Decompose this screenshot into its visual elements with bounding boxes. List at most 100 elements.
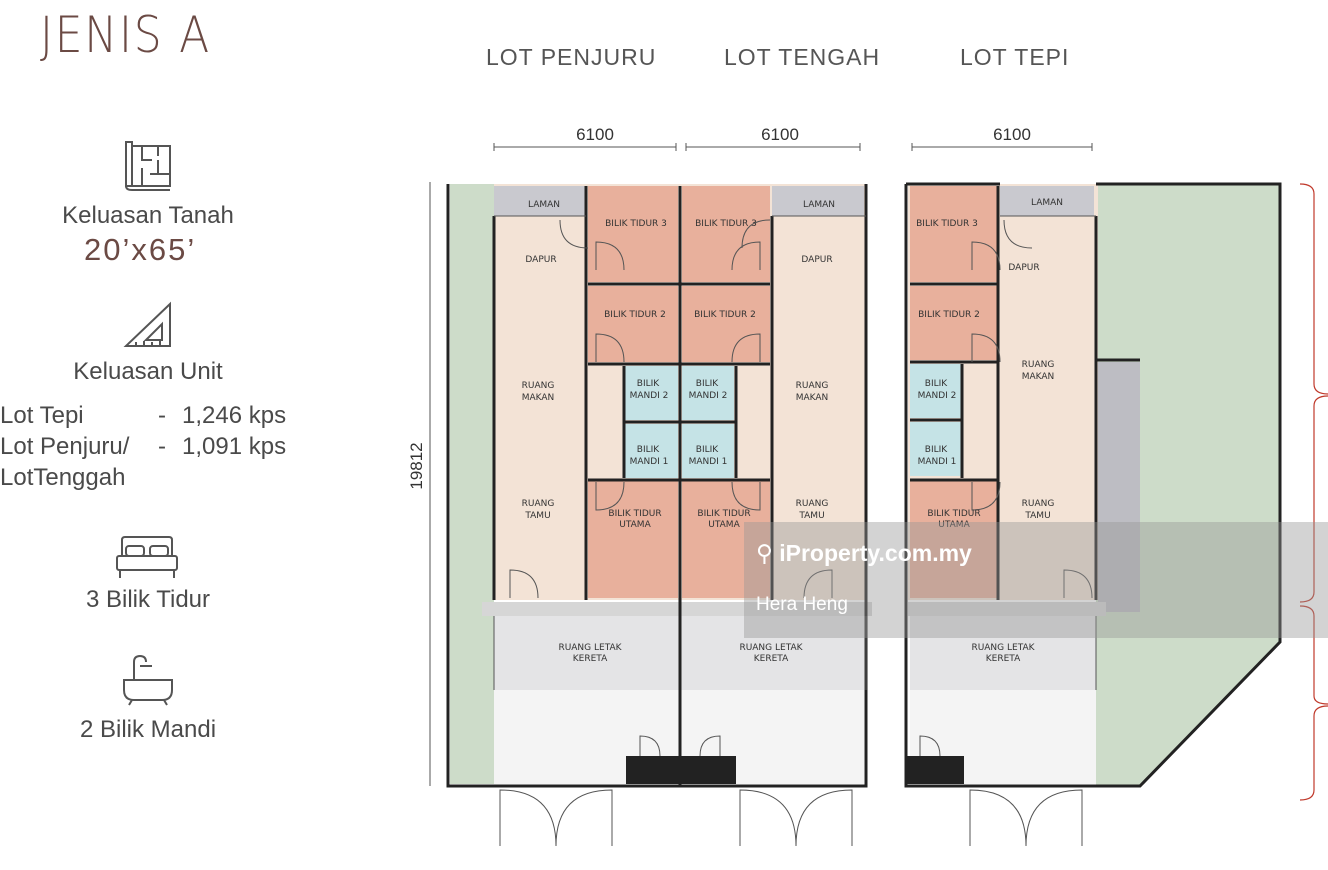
unit-area-label: Keluasan Unit [73, 358, 223, 385]
label-dapur-2: DAPUR [801, 255, 832, 265]
lot-tepi-name: Lot Tepi [0, 402, 84, 429]
block-right [904, 182, 1282, 847]
watermark-band [744, 522, 1328, 638]
column-lot-penjuru: LOT PENJURU [486, 44, 657, 70]
laman-left [494, 186, 586, 216]
label-btu-2b: UTAMA [708, 520, 740, 530]
label-btu-1a: BILIK TIDUR [608, 509, 661, 519]
bath1-tepi [910, 422, 962, 476]
label-bm2-1b: MANDI 2 [630, 391, 669, 401]
label-rt-1b: TAMU [524, 511, 550, 521]
label-bm1-3b: MANDI 1 [918, 457, 957, 467]
bedroom3-tepi [910, 186, 998, 282]
bedrooms-label: 3 Bilik Tidur [85, 586, 211, 613]
label-rlk-3a: RUANG LETAK [971, 643, 1035, 653]
label-bm1-1b: MANDI 1 [630, 457, 669, 467]
dim-width-3: 6100 [993, 125, 1031, 144]
label-btu-3b: UTAMA [938, 520, 970, 530]
column-lot-tepi: LOT TEPI [960, 44, 1070, 70]
car-porch-right [910, 616, 1096, 690]
label-rlk-2b: KERETA [754, 654, 789, 664]
label-bm2-3b: MANDI 2 [918, 391, 957, 401]
label-bm2-1a: BILIK [637, 379, 660, 389]
master-b [682, 480, 770, 598]
bed-icon [116, 536, 178, 578]
label-bt3-1: BILIK TIDUR 3 [605, 219, 667, 229]
label-bm1-2a: BILIK [696, 445, 719, 455]
label-rt-2a: RUANG [796, 499, 829, 509]
label-rm-1b: MAKAN [522, 393, 555, 403]
dimension-lines [429, 143, 1093, 786]
column-lot-tengah: LOT TENGAH [724, 44, 881, 70]
set-square-icon [123, 301, 171, 347]
label-bt2-2: BILIK TIDUR 2 [694, 310, 756, 320]
bath1-a [624, 424, 678, 478]
label-bm2-2b: MANDI 2 [689, 391, 728, 401]
lot-tepi-value: 1,246 kps [182, 402, 287, 429]
label-rm-3a: RUANG [1022, 360, 1055, 370]
label-dapur-1: DAPUR [525, 255, 556, 265]
bedroom3-a [588, 186, 678, 282]
block-left [446, 184, 872, 847]
laman-right [772, 186, 864, 216]
dim-width-2: 6100 [761, 125, 799, 144]
garden-strip-left [450, 184, 494, 784]
lot-penjuru-value: 1,091 kps [182, 433, 287, 460]
label-bt2-3: BILIK TIDUR 2 [918, 310, 980, 320]
height-brackets [1299, 183, 1328, 801]
label-bm1-2b: MANDI 1 [689, 457, 728, 467]
bedroom2-b [682, 286, 770, 362]
location-pin-icon: ⚲ [756, 540, 773, 566]
master-a [588, 480, 678, 598]
label-bm1-1a: BILIK [637, 445, 660, 455]
land-area-label: Keluasan Tanah [62, 202, 234, 229]
lot-penjuru-name: Lot Penjuru/ [0, 433, 130, 460]
bedroom2-tepi [910, 286, 998, 360]
room-labels: LAMAN LAMAN LAMAN DAPUR DAPUR DAPUR BILI… [522, 198, 1063, 664]
label-rm-2b: MAKAN [796, 393, 829, 403]
dim-width-1: 6100 [576, 125, 614, 144]
bath2-tepi [910, 364, 962, 418]
bedroom3-b [682, 186, 770, 282]
label-rm-2a: RUANG [796, 381, 829, 391]
bedroom2-a [588, 286, 678, 362]
bath1-b [682, 424, 734, 478]
lot-tengah-name: LotTenggah [0, 464, 126, 491]
label-bt2-1: BILIK TIDUR 2 [604, 310, 666, 320]
label-rt-1a: RUANG [522, 499, 555, 509]
label-btu-1b: UTAMA [619, 520, 651, 530]
label-bt3-2: BILIK TIDUR 3 [695, 219, 757, 229]
label-rlk-1a: RUANG LETAK [558, 643, 622, 653]
bathrooms-label: 2 Bilik Mandi [79, 716, 217, 743]
label-rm-3b: MAKAN [1022, 372, 1055, 382]
lot-penjuru-sep: - [158, 433, 166, 460]
label-bm1-3a: BILIK [925, 445, 948, 455]
label-rt-3a: RUANG [1022, 499, 1055, 509]
watermark-user: Hera Heng [756, 594, 848, 615]
label-laman-3: LAMAN [1031, 198, 1063, 208]
floorplan-icon [125, 141, 171, 191]
label-dapur-3: DAPUR [1008, 263, 1039, 273]
label-laman-1: LAMAN [528, 200, 560, 210]
label-btu-3a: BILIK TIDUR [927, 509, 980, 519]
label-rt-3b: TAMU [1024, 511, 1050, 521]
label-rm-1a: RUANG [522, 381, 555, 391]
land-area-value: 20’x65’ [84, 232, 197, 267]
label-btu-2a: BILIK TIDUR [697, 509, 750, 519]
laman-tepi [1000, 186, 1094, 216]
watermark-logo-text: iProperty.com.my [779, 540, 972, 566]
bath2-a [624, 366, 678, 420]
lot-tepi-sep: - [158, 402, 166, 429]
label-bt3-3: BILIK TIDUR 3 [916, 219, 978, 229]
garden-right [1096, 184, 1280, 786]
dim-depth: 19812 [407, 442, 426, 489]
label-rlk-1b: KERETA [573, 654, 608, 664]
brand-title: JENIS A [40, 6, 212, 64]
master-tepi [910, 480, 998, 598]
bathtub-icon [123, 654, 173, 706]
gate-pillar-right [906, 756, 964, 784]
label-rt-2b: TAMU [798, 511, 824, 521]
label-laman-2: LAMAN [803, 200, 835, 210]
watermark-logo: ⚲ iProperty.com.my [756, 540, 972, 567]
label-bm2-3a: BILIK [925, 379, 948, 389]
